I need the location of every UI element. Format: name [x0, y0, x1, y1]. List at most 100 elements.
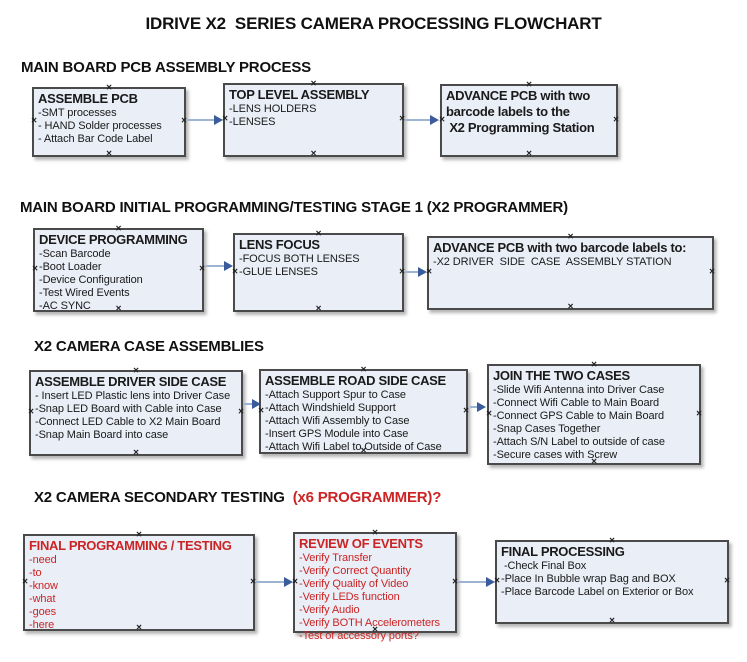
- anchor-x-icon: ×: [696, 408, 702, 419]
- flow-arrow-icon: [458, 577, 495, 587]
- node-line: -GLUE LENSES: [239, 266, 318, 278]
- anchor-x-icon: ×: [567, 301, 574, 313]
- heading-red-part: (x6 PROGRAMMER)?: [292, 489, 442, 506]
- node-line: -Snap LED Board with Cable into Case: [35, 403, 222, 415]
- anchor-x-icon: ×: [613, 114, 619, 125]
- anchor-x-icon: ×: [494, 575, 500, 587]
- node-line: -Slide Wifi Antenna into Driver Case: [493, 384, 665, 396]
- node-title: ASSEMBLE PCB: [38, 91, 138, 106]
- anchor-x-icon: ×: [258, 405, 264, 416]
- flow-arrow-icon: [256, 577, 293, 587]
- node-line: -Snap Main Board into case: [35, 429, 169, 441]
- node-line: -Test of accessory ports?: [299, 630, 419, 642]
- node-review-of-events: REVIEW OF EVENTS -Verify Transfer -Verif…: [292, 528, 458, 642]
- node-advance-pcb-driver-side-station: ADVANCE PCB with two barcode labels to: …: [426, 232, 715, 313]
- node-line: -Check Final Box: [501, 560, 587, 572]
- node-line: -Verify Audio: [299, 604, 360, 616]
- flow-arrow-icon: [244, 399, 261, 409]
- node-line: - Attach Bar Code Label: [38, 133, 153, 145]
- section-heading-initial-programming: MAIN BOARD INITIAL PROGRAMMING/TESTING S…: [20, 199, 568, 216]
- anchor-x-icon: ×: [315, 303, 322, 315]
- node-line: -Connect LED Cable to X2 Main Board: [35, 416, 221, 428]
- anchor-x-icon: ×: [439, 114, 445, 125]
- node-line: -Attach Wifi Assembly to Case: [265, 415, 410, 427]
- node-title: ADVANCE PCB with two barcode labels to:: [433, 240, 687, 255]
- anchor-x-icon: ×: [463, 405, 469, 416]
- node-line: -Scan Barcode: [39, 248, 111, 260]
- node-line: -know: [29, 580, 58, 592]
- node-line: -Insert GPS Module into Case: [265, 428, 409, 440]
- node-line: -X2 DRIVER SIDE CASE ASSEMBLY STATION: [433, 256, 672, 268]
- anchor-x-icon: ×: [238, 406, 244, 418]
- node-line: -Verify BOTH Accelerometers: [299, 617, 440, 629]
- section-heading-secondary-testing: X2 CAMERA SECONDARY TESTING (x6 PROGRAMM…: [34, 489, 441, 506]
- node-title: ADVANCE PCB with two barcode labels to t…: [446, 88, 595, 135]
- node-top-level-assembly: TOP LEVEL ASSEMBLY -LENS HOLDERS -LENSES…: [222, 79, 405, 160]
- node-line: -Boot Loader: [39, 261, 102, 273]
- node-advance-pcb-programming-station: ADVANCE PCB with two barcode labels to t…: [439, 80, 619, 160]
- anchor-x-icon: ×: [486, 408, 492, 419]
- node-title: ASSEMBLE ROAD SIDE CASE: [265, 373, 446, 388]
- node-line: -Place In Bubble wrap Bag and BOX: [501, 573, 676, 585]
- node-line: -Verify LEDs function: [299, 591, 400, 603]
- node-line: -Device Configuration: [39, 274, 143, 286]
- node-join-the-two-cases: JOIN THE TWO CASES -Slide Wifi Antenna i…: [486, 360, 702, 467]
- node-line: -Verify Correct Quantity: [299, 565, 411, 577]
- flow-arrow-icon: [205, 261, 233, 271]
- node-line: -to: [29, 567, 42, 579]
- node-line: -SMT processes: [38, 107, 117, 119]
- anchor-x-icon: ×: [31, 115, 37, 127]
- node-assemble-pcb: ASSEMBLE PCB -SMT processes - HAND Solde…: [31, 83, 187, 160]
- anchor-x-icon: ×: [526, 148, 532, 160]
- node-line: -here: [29, 619, 55, 631]
- flow-arrow-icon: [187, 115, 223, 125]
- node-title: JOIN THE TWO CASES: [493, 368, 630, 383]
- node-line: -need: [29, 554, 57, 566]
- node-line: -LENSES: [229, 116, 276, 128]
- node-line: -what: [29, 593, 56, 605]
- node-line: -Attach S/N Label to outside of case: [493, 436, 665, 448]
- anchor-x-icon: ×: [28, 406, 34, 418]
- node-title: FINAL PROCESSING: [501, 544, 625, 559]
- node-line: - Insert LED Plastic lens into Driver Ca…: [35, 390, 231, 402]
- anchor-x-icon: ×: [232, 266, 238, 277]
- flow-arrow-icon: [470, 402, 486, 412]
- anchor-x-icon: ×: [222, 113, 228, 125]
- anchor-x-icon: ×: [724, 575, 730, 587]
- page-title: IDRIVE X2 SERIES CAMERA PROCESSING FLOWC…: [145, 14, 602, 33]
- anchor-x-icon: ×: [106, 148, 112, 160]
- node-line: -goes: [29, 606, 57, 618]
- node-lens-focus: LENS FOCUS -FOCUS BOTH LENSES -GLUE LENS…: [232, 229, 405, 315]
- node-final-programming-testing: FINAL PROGRAMMING / TESTING -need -to -k…: [22, 530, 256, 633]
- anchor-x-icon: ×: [32, 263, 38, 275]
- node-line: -Attach Windshield Support: [265, 402, 396, 414]
- node-device-programming: DEVICE PROGRAMMING -Scan Barcode -Boot L…: [32, 224, 205, 314]
- anchor-x-icon: ×: [426, 266, 432, 278]
- anchor-x-icon: ×: [709, 266, 715, 278]
- anchor-x-icon: ×: [133, 447, 139, 459]
- node-assemble-road-side-case: ASSEMBLE ROAD SIDE CASE -Attach Support …: [258, 365, 469, 456]
- node-final-processing: FINAL PROCESSING -Check Final Box -Place…: [494, 536, 730, 626]
- node-title: FINAL PROGRAMMING / TESTING: [29, 538, 232, 553]
- flow-arrow-icon: [405, 267, 427, 277]
- node-title: DEVICE PROGRAMMING: [39, 232, 188, 247]
- node-line: -Test Wired Events: [39, 287, 130, 299]
- node-line: -Snap Cases Together: [493, 423, 601, 435]
- node-line: -AC SYNC: [39, 300, 91, 312]
- anchor-x-icon: ×: [22, 576, 28, 587]
- node-line: -LENS HOLDERS: [229, 103, 317, 115]
- node-line: -Connect GPS Cable to Main Board: [493, 410, 665, 422]
- node-line: -Attach Support Spur to Case: [265, 389, 406, 401]
- section-heading-case-assemblies: X2 CAMERA CASE ASSEMBLIES: [34, 338, 264, 355]
- anchor-x-icon: ×: [310, 148, 317, 160]
- section-heading-pcb-assembly: MAIN BOARD PCB ASSEMBLY PROCESS: [21, 59, 311, 76]
- heading-black-part: X2 CAMERA SECONDARY TESTING: [34, 489, 293, 506]
- node-title: LENS FOCUS: [239, 237, 320, 252]
- node-assemble-driver-side-case: ASSEMBLE DRIVER SIDE CASE - Insert LED P…: [28, 366, 244, 459]
- node-line: -Place Barcode Label on Exterior or Box: [501, 586, 694, 598]
- anchor-x-icon: ×: [292, 576, 298, 587]
- node-title: ASSEMBLE DRIVER SIDE CASE: [35, 374, 227, 389]
- node-title: REVIEW OF EVENTS: [299, 536, 423, 551]
- node-line: -Connect Wifi Cable to Main Board: [493, 397, 660, 409]
